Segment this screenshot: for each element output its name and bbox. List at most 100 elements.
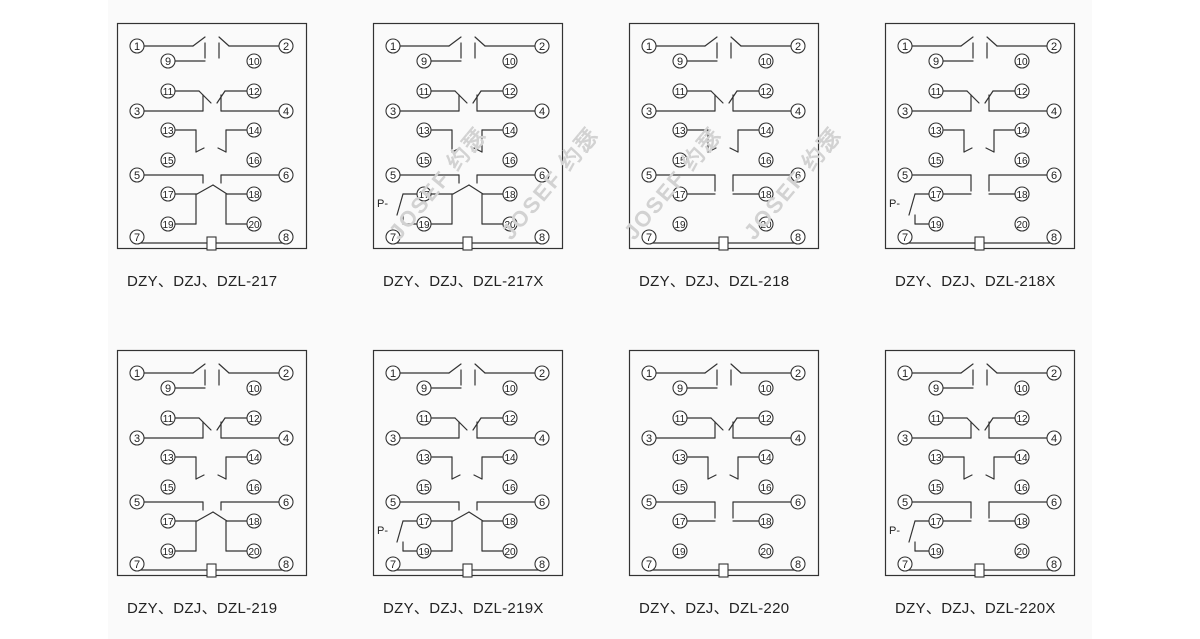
terminal-number: 7 [390,559,396,571]
diagram-caption: DZY、DZJ、DZL-217X [383,273,544,290]
terminal-circle [246,122,262,138]
contact-blade [472,417,482,431]
terminal-number: 14 [248,126,260,137]
terminal-number: 4 [539,433,545,445]
terminal-circle [1014,410,1030,426]
terminal-number: 11 [419,414,430,425]
terminal-circle [1046,38,1062,54]
diagram-caption: DZY、DZJ、DZL-219 [127,600,278,617]
terminal-circle [758,543,774,559]
terminal-number: 4 [283,433,289,445]
contact-blade [908,520,916,543]
contact-blade [468,184,484,195]
terminal-circle [534,167,550,183]
terminal-circle [502,380,518,396]
terminal-number: 2 [795,41,801,53]
terminal-circle [758,152,774,168]
diagram-caption: DZY、DZJ、DZL-217 [127,273,278,290]
terminal-number: 17 [674,517,686,528]
terminal-number: 9 [165,56,171,68]
terminal-circle [534,430,550,446]
terminal-circle [1046,167,1062,183]
terminal-circle [672,216,688,232]
contact-blade [985,147,995,153]
contact-blade [212,511,228,522]
terminal-circle [502,479,518,495]
terminal-number: 5 [902,497,908,509]
terminal-number: 6 [1051,497,1057,509]
terminal-number: 20 [504,220,516,231]
terminal-circle [1014,83,1030,99]
terminal-circle [278,167,294,183]
contact-blade [216,90,226,104]
contact-blade [196,184,214,195]
terminal-circle [160,543,176,559]
contact-blade [192,36,206,47]
terminal-circle [246,513,262,529]
terminal-circle [928,479,944,495]
coil-symbol [974,563,985,578]
terminal-circle [758,513,774,529]
contact-blade [196,511,214,522]
terminal-circle [160,53,176,69]
terminal-circle [534,494,550,510]
terminal-number: 5 [134,497,140,509]
terminal-number: 16 [760,483,772,494]
coil-symbol [718,563,729,578]
terminal-circle [672,186,688,202]
terminal-number: 13 [162,126,174,137]
terminal-number: 17 [418,190,430,201]
contact-blade [396,520,404,543]
terminal-circle [246,449,262,465]
terminal-number: 17 [674,190,686,201]
terminal-circle [1046,494,1062,510]
terminal-circle [1046,365,1062,381]
terminal-number: 5 [902,170,908,182]
terminal-number: 8 [795,559,801,571]
terminal-number: 12 [760,87,772,98]
terminal-circle [160,449,176,465]
diagram-caption: DZY、DZJ、DZL-220 [639,600,790,617]
terminal-circle [758,216,774,232]
terminal-number: 4 [795,433,801,445]
terminal-circle [641,494,657,510]
terminal-circle [534,556,550,572]
terminal-circle [416,410,432,426]
terminal-number: 8 [283,559,289,571]
terminal-number: 16 [248,483,260,494]
terminal-number: 20 [760,547,772,558]
terminal-number: 7 [902,232,908,244]
contact-blade [216,417,226,431]
terminal-number: 20 [248,220,260,231]
terminal-number: 12 [504,414,516,425]
terminal-number: 10 [1016,57,1028,68]
diagram-caption: DZY、DZJ、DZL-218X [895,273,1056,290]
terminal-circle [1014,449,1030,465]
terminal-number: 3 [390,106,396,118]
terminal-number: 20 [1016,220,1028,231]
terminal-number: 3 [902,106,908,118]
terminal-number: 13 [674,453,686,464]
diagram-sheet [108,0,1092,639]
terminal-number: 8 [1051,559,1057,571]
terminal-circle [385,229,401,245]
terminal-number: 14 [1016,126,1028,137]
contact-blade [985,474,995,480]
terminal-number: 14 [504,453,516,464]
terminal-number: 18 [504,517,516,528]
terminal-circle [502,83,518,99]
terminal-circle [246,186,262,202]
terminal-number: 10 [504,57,516,68]
terminal-circle [129,430,145,446]
terminal-number: 2 [795,368,801,380]
terminal-number: 5 [390,497,396,509]
terminal-circle [672,479,688,495]
terminal-circle [928,380,944,396]
terminal-circle [928,449,944,465]
terminal-number: 16 [248,156,260,167]
terminal-circle [278,556,294,572]
contact-blade [454,90,468,104]
